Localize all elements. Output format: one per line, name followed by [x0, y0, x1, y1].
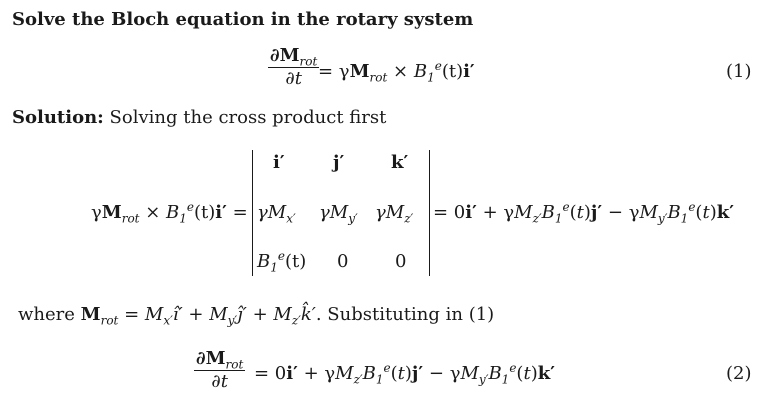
det-r3c3: 0 — [395, 251, 407, 272]
eq1-denominator: ∂t — [285, 68, 302, 89]
det-result: = 0i′ + γMz′B1e(t)j′ − γMy′B1e(t)k′ — [433, 200, 734, 226]
eq2-denominator: ∂t — [211, 371, 228, 392]
det-r2c2: γMy′ — [319, 202, 358, 226]
eq2-rhs: = 0i′ + γMz′B1e(t)j′ − γMy′B1e(t)k′ — [254, 361, 555, 387]
eq2-fraction: ∂Mrot ∂t — [194, 348, 246, 393]
eq2-numerator: ∂Mrot — [196, 348, 244, 372]
det-lhs: γMrot × B1e(t)i′ = — [91, 200, 248, 226]
determinant-matrix: i′ j′ k′ γMx′ γMy′ γMz′ B1e(t) 0 0 — [252, 150, 430, 276]
problem-title: Solve the Bloch equation in the rotary s… — [12, 9, 474, 30]
det-r3c2: 0 — [337, 251, 349, 272]
eq1-numerator: ∂Mrot — [270, 45, 318, 69]
det-r3c1: B1e(t) — [257, 249, 307, 275]
det-r1c2: j′ — [333, 152, 345, 173]
eq2-number: (2) — [726, 363, 752, 384]
det-r2c3: γMz′ — [375, 202, 414, 226]
eq1-rhs: = γMrot × B1e(t)i′ — [318, 59, 475, 85]
det-r1c3: k′ — [391, 152, 409, 173]
det-r2c1: γMx′ — [257, 202, 296, 226]
det-r1c1: i′ — [273, 152, 285, 173]
eq1-fraction: ∂Mrot ∂t — [268, 45, 320, 90]
where-line: where Mrot = Mx′î′ + My′ĵ′ + Mz′k̂′. Sub… — [18, 304, 495, 328]
solution-line: Solution: Solving the cross product firs… — [12, 107, 387, 128]
eq1-number: (1) — [726, 61, 752, 82]
